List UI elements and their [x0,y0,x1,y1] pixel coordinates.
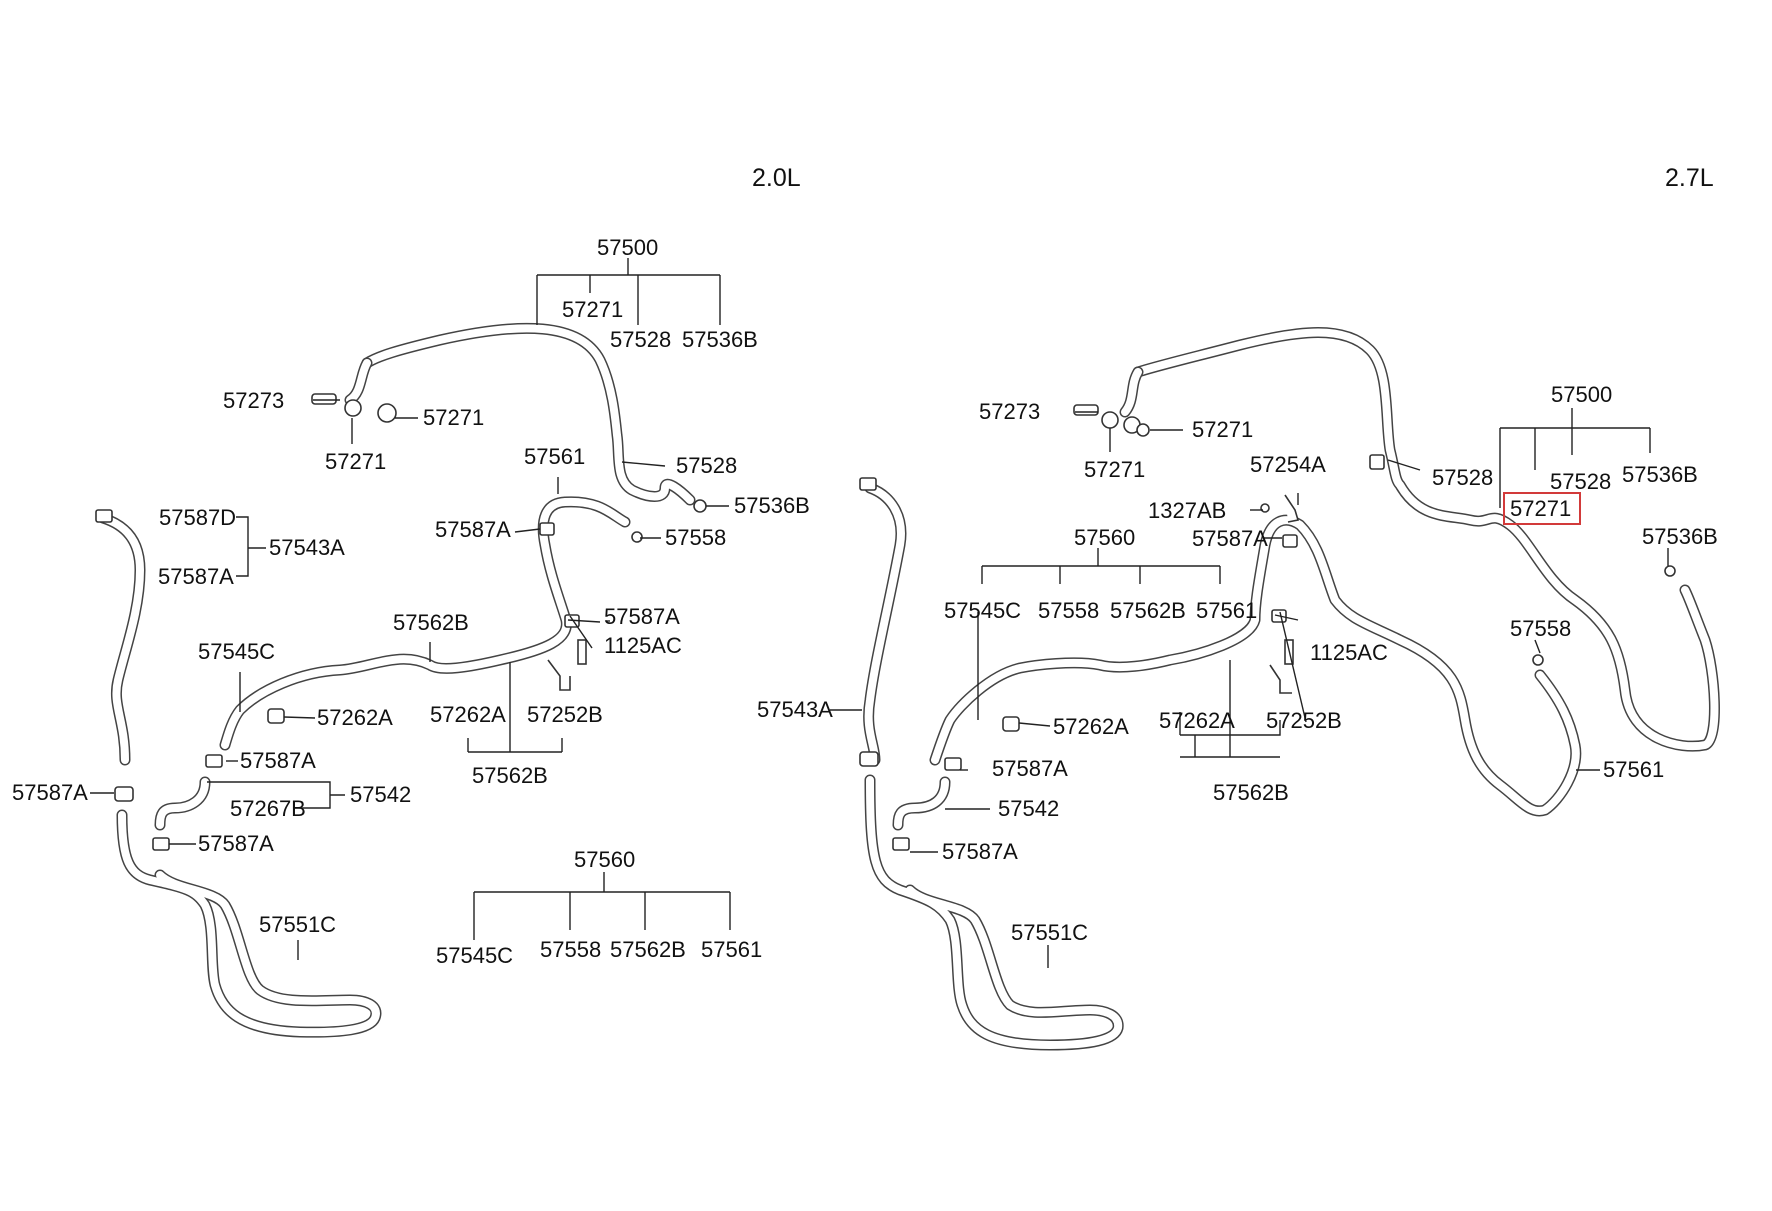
label-57587a-right-a[interactable]: 57587A [1192,526,1268,551]
label-1327ab-right[interactable]: 1327AB [1148,498,1226,523]
variant-title-2-7l: 2.7L [1665,164,1714,192]
label-57528-right-a[interactable]: 57528 [1432,465,1493,490]
right-labels: 57273 57271 57271 57528 57500 57528 5753… [757,382,1718,945]
label-57562b-left-c[interactable]: 57562B [610,937,686,962]
label-1125ac-right[interactable]: 1125AC [1310,640,1388,665]
label-57560-right[interactable]: 57560 [1074,525,1135,550]
label-57558-left[interactable]: 57558 [665,525,726,550]
label-57543a-left[interactable]: 57543A [269,535,345,560]
label-57543a-right[interactable]: 57543A [757,697,833,722]
label-57562b-right-b[interactable]: 57562B [1213,780,1289,805]
label-57558-right-b[interactable]: 57558 [1510,616,1571,641]
label-57558-left-b[interactable]: 57558 [540,937,601,962]
label-57561-right[interactable]: 57561 [1196,598,1257,623]
label-57271-left-b[interactable]: 57271 [423,405,484,430]
label-57262a-right-a[interactable]: 57262A [1053,714,1129,739]
left-hose-drawing [95,322,707,1038]
label-57273-right[interactable]: 57273 [979,399,1040,424]
label-57271-right-b[interactable]: 57271 [1084,457,1145,482]
label-57558-right[interactable]: 57558 [1038,598,1099,623]
label-57262a-left-b[interactable]: 57262A [430,702,506,727]
label-57587a-right-b[interactable]: 57587A [992,756,1068,781]
label-57587a-left-b[interactable]: 57587A [158,564,234,589]
label-57271-right-a[interactable]: 57271 [1192,417,1253,442]
label-57536b-left-a[interactable]: 57536B [682,327,758,352]
variant-title-2-0l: 2.0L [752,164,801,192]
label-57560-left[interactable]: 57560 [574,847,635,872]
label-57587a-left-a[interactable]: 57587A [435,517,511,542]
label-57536b-right-b[interactable]: 57536B [1642,524,1718,549]
label-57252b-right[interactable]: 57252B [1266,708,1342,733]
label-57587a-right-c[interactable]: 57587A [942,839,1018,864]
label-57542-left[interactable]: 57542 [350,782,411,807]
label-57561-left-b[interactable]: 57561 [701,937,762,962]
label-57254a-right[interactable]: 57254A [1250,452,1326,477]
label-57561-right-b[interactable]: 57561 [1603,757,1664,782]
label-57536b-left-b[interactable]: 57536B [734,493,810,518]
label-57587a-left-d[interactable]: 57587A [240,748,316,773]
label-57562b-left-b[interactable]: 57562B [472,763,548,788]
label-57545c-left-b[interactable]: 57545C [436,943,513,968]
right-leader-lines [830,408,1669,968]
highlight-box-57271 [1503,492,1581,525]
label-57587a-left-e[interactable]: 57587A [12,780,88,805]
label-57551c-left[interactable]: 57551C [259,912,336,937]
label-57587a-left-f[interactable]: 57587A [198,831,274,856]
label-57536b-right-a[interactable]: 57536B [1622,462,1698,487]
label-57587d-left[interactable]: 57587D [159,505,236,530]
label-57528-right-b[interactable]: 57528 [1550,469,1611,494]
label-57562b-left-a[interactable]: 57562B [393,610,469,635]
label-57528-left-a[interactable]: 57528 [610,327,671,352]
label-57545c-right[interactable]: 57545C [944,598,1021,623]
left-labels: 57500 57271 57528 57536B 57273 57271 572… [12,235,810,968]
label-57271-right-highlighted[interactable]: 57271 [1510,496,1571,521]
label-57271-left-a[interactable]: 57271 [562,297,623,322]
label-57562b-right-a[interactable]: 57562B [1110,598,1186,623]
label-57587a-left-c[interactable]: 57587A [604,604,680,629]
label-57500-left[interactable]: 57500 [597,235,658,260]
label-57500-right[interactable]: 57500 [1551,382,1612,407]
right-hose-drawing [859,327,1720,1051]
left-leader-lines [90,258,731,960]
label-1125ac-left[interactable]: 1125AC [604,633,682,658]
label-57252b-left[interactable]: 57252B [527,702,603,727]
label-57262a-right-b[interactable]: 57262A [1159,708,1235,733]
label-57561-left[interactable]: 57561 [524,444,585,469]
label-57267b-left[interactable]: 57267B [230,796,306,821]
label-57271-left-c[interactable]: 57271 [325,449,386,474]
label-57545c-left[interactable]: 57545C [198,639,275,664]
label-57273-left[interactable]: 57273 [223,388,284,413]
label-57262a-left-a[interactable]: 57262A [317,705,393,730]
label-57551c-right[interactable]: 57551C [1011,920,1088,945]
label-57528-left-b[interactable]: 57528 [676,453,737,478]
label-57542-right[interactable]: 57542 [998,796,1059,821]
